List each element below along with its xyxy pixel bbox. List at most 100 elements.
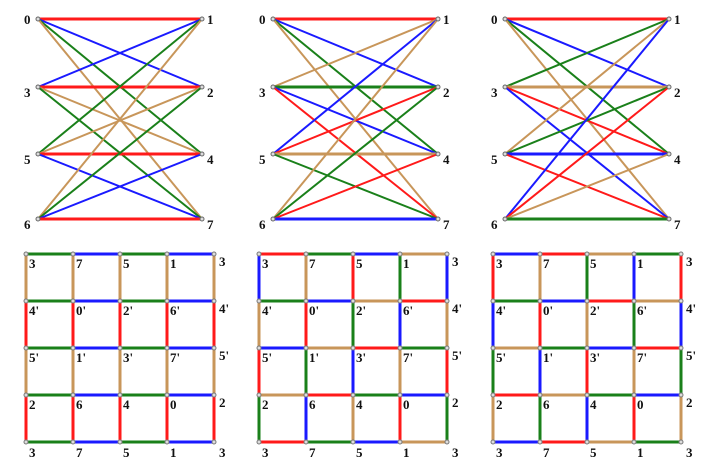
grid-vertex-label: 1': [76, 350, 86, 365]
grid-vertex: [631, 251, 637, 257]
edge-6-4: [272, 153, 439, 220]
grid-vertex-label: 3: [219, 445, 226, 460]
grid-vertex: [444, 298, 450, 304]
edge-3-1: [504, 18, 670, 88]
grid-vertex-label: 7: [543, 256, 550, 271]
grid-vertex-label: 4': [452, 301, 462, 316]
vertex-label: 7: [674, 217, 681, 232]
grid-vertex-label: 1: [403, 445, 410, 460]
grid-vertex-label: 6: [309, 397, 316, 412]
edge-3-1: [37, 18, 203, 88]
grid-vertex: [164, 345, 170, 351]
grid-vertex: [350, 298, 356, 304]
grid-vertex: [584, 251, 590, 257]
grid-vertex-label: 0: [403, 397, 410, 412]
grid-vertex-label: 7: [543, 445, 550, 460]
grid-vertex-label: 5: [123, 256, 130, 271]
vertex-4: [199, 151, 205, 157]
grid-vertex-label: 7: [309, 256, 316, 271]
edge-5-1: [37, 18, 203, 155]
vertex-5: [35, 151, 41, 157]
vertex-3: [35, 84, 41, 90]
grid-vertex-label: 2': [356, 303, 366, 318]
grid-vertex: [537, 298, 543, 304]
edge-6-1: [504, 18, 670, 220]
vertex-label: 6: [259, 217, 266, 232]
grid-vertex: [117, 392, 123, 398]
grid-vertex-label: 3: [686, 445, 693, 460]
grid-vertex: [70, 298, 76, 304]
vertex-label: 0: [491, 12, 498, 27]
grid-vertex-label: 7: [76, 445, 83, 460]
grid-vertex: [303, 251, 309, 257]
grid-vertex-label: 3: [262, 256, 269, 271]
vertex-label: 5: [24, 152, 31, 167]
grid-vertex: [23, 392, 29, 398]
grid-vertex-label: 0': [309, 303, 319, 318]
grid-vertex: [23, 298, 29, 304]
vertex-1: [666, 16, 672, 22]
grid-vertex: [490, 345, 496, 351]
vertex-label: 2: [443, 85, 450, 100]
grid-vertex: [444, 439, 450, 445]
grid-vertex-label: 3: [686, 254, 693, 269]
grid-vertex: [631, 298, 637, 304]
grid-vertex: [350, 251, 356, 257]
vertex-label: 5: [491, 152, 498, 167]
grid-vertex-label: 5': [262, 350, 272, 365]
grid-vertex-label: 2: [686, 395, 693, 410]
grid-vertex-label: 7': [637, 350, 647, 365]
grid-vertex-label: 1: [403, 256, 410, 271]
grid-vertex: [117, 345, 123, 351]
grid-vertex-label: 1: [170, 256, 177, 271]
grid-vertex: [117, 251, 123, 257]
grid-vertex: [211, 298, 217, 304]
grid-vertex-label: 3: [496, 445, 503, 460]
vertex-7: [199, 216, 205, 222]
grid-vertex: [444, 345, 450, 351]
grid-vertex: [397, 345, 403, 351]
vertex-3: [502, 84, 508, 90]
grid-vertex: [164, 392, 170, 398]
grid-vertex-label: 4: [590, 397, 597, 412]
vertex-4: [435, 151, 441, 157]
vertex-6: [270, 216, 276, 222]
grid-vertex: [490, 298, 496, 304]
grid-vertex-label: 1': [543, 350, 553, 365]
grid-vertex-label: 4: [123, 397, 130, 412]
grid-vertex: [23, 439, 29, 445]
grid-vertex: [490, 392, 496, 398]
grid-vertex-label: 2: [262, 397, 269, 412]
grid-vertex-label: 5': [29, 350, 39, 365]
grid-vertex-label: 4: [356, 397, 363, 412]
grid-vertex: [164, 251, 170, 257]
grid-vertex: [117, 298, 123, 304]
edge-6-2: [272, 86, 439, 220]
grid-vertex-label: 5: [590, 445, 597, 460]
grid-vertex-label: 3: [496, 256, 503, 271]
edge-6-1: [37, 18, 203, 220]
grid-vertex-label: 5': [452, 348, 462, 363]
grid-vertex: [23, 345, 29, 351]
vertex-label: 5: [259, 152, 266, 167]
grid-vertex-label: 2: [219, 395, 226, 410]
grid-vertex: [256, 392, 262, 398]
grid-vertex-label: 1: [637, 445, 644, 460]
grid-vertex-label: 5': [219, 348, 229, 363]
vertex-label: 2: [207, 85, 214, 100]
grid-vertex: [211, 439, 217, 445]
vertex-0: [35, 16, 41, 22]
grid-vertex-label: 2: [29, 397, 36, 412]
grid-vertex: [397, 439, 403, 445]
grid-vertex: [397, 251, 403, 257]
grid-vertex-label: 3: [262, 445, 269, 460]
grid-vertex: [350, 345, 356, 351]
grid-vertex: [678, 392, 684, 398]
grid-vertex: [256, 345, 262, 351]
vertex-label: 7: [443, 217, 450, 232]
grid-vertex-label: 3': [356, 350, 366, 365]
grid-vertex: [584, 439, 590, 445]
